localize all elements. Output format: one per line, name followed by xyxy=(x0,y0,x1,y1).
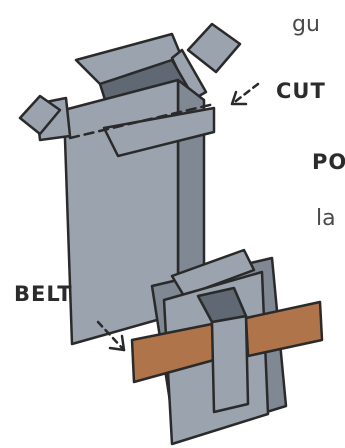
belted-box-tab xyxy=(212,316,248,412)
cut-label: CUT xyxy=(276,79,326,103)
belt-label: BELT xyxy=(14,282,73,306)
text-fragment-po: PO xyxy=(312,150,345,174)
cut-arrow-icon xyxy=(232,84,258,104)
cut-piece-top-right xyxy=(188,24,240,72)
text-fragment-top: gu xyxy=(292,12,320,37)
text-fragment-la: la xyxy=(316,206,336,231)
